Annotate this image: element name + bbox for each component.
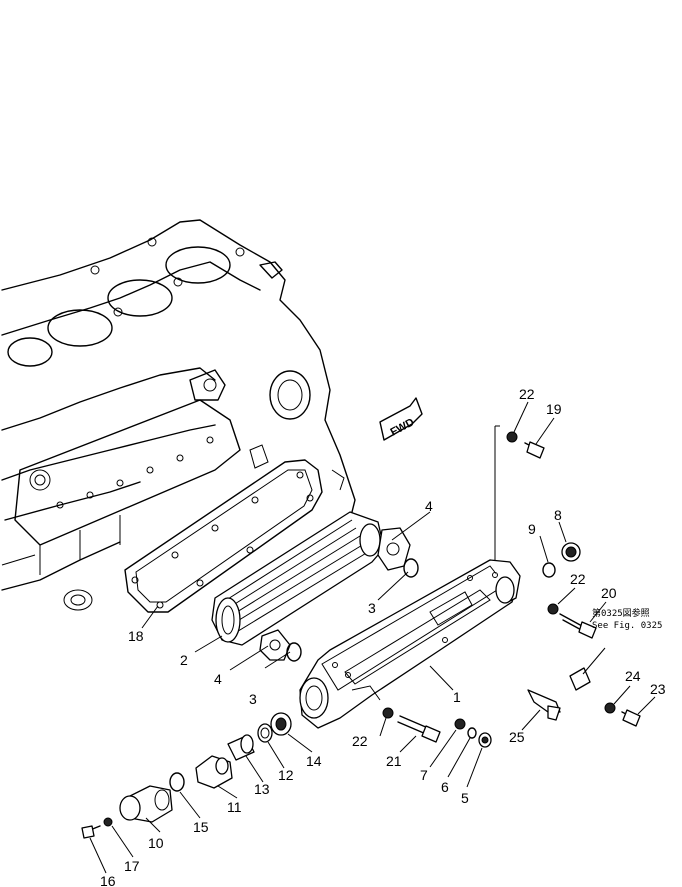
callout-11: 11 bbox=[227, 799, 242, 815]
washer-17 bbox=[103, 817, 113, 827]
fwd-direction-arrow: FWD bbox=[379, 397, 423, 441]
bolt-16 bbox=[81, 825, 101, 839]
callout-7: 7 bbox=[420, 767, 428, 783]
bracket bbox=[569, 667, 591, 691]
o-ring-15 bbox=[169, 772, 185, 792]
o-ring-3b bbox=[286, 642, 302, 662]
callout-17: 17 bbox=[124, 858, 140, 874]
callout-24: 24 bbox=[625, 668, 641, 684]
ring-6 bbox=[467, 727, 477, 739]
callout-6: 6 bbox=[441, 779, 449, 795]
callout-23: 23 bbox=[650, 681, 666, 697]
bolt-19 bbox=[524, 441, 545, 459]
callout-2: 2 bbox=[180, 652, 188, 668]
leader-lines bbox=[89, 401, 656, 874]
callout-12: 12 bbox=[278, 767, 294, 783]
washer-24 bbox=[604, 702, 616, 714]
callout-4-low: 4 bbox=[214, 671, 222, 687]
callout-22-top: 22 bbox=[519, 386, 535, 402]
bolt-20 bbox=[559, 613, 597, 639]
callout-3-top: 3 bbox=[368, 600, 376, 616]
reference-note-en: See Fig. 0325 bbox=[592, 621, 662, 631]
washer-22-low bbox=[382, 707, 394, 719]
plug-8 bbox=[561, 542, 581, 562]
callout-20: 20 bbox=[601, 585, 617, 601]
callout-14: 14 bbox=[306, 753, 322, 769]
callout-15: 15 bbox=[193, 819, 209, 835]
callout-18: 18 bbox=[128, 628, 144, 644]
oil-cooler-core-2 bbox=[211, 511, 411, 661]
callout-4-top: 4 bbox=[425, 498, 433, 514]
callout-22-mid: 22 bbox=[570, 571, 586, 587]
callout-labels: 22 19 4 9 8 22 20 第0325図参照 See Fig. 0325… bbox=[100, 386, 666, 887]
oil-cooler-cover-1 bbox=[299, 559, 521, 729]
washer-7 bbox=[454, 718, 466, 730]
callout-3-low: 3 bbox=[249, 691, 257, 707]
valve-13 bbox=[227, 734, 255, 761]
callout-8: 8 bbox=[554, 507, 562, 523]
callout-10: 10 bbox=[148, 835, 164, 851]
callout-25: 25 bbox=[509, 729, 525, 745]
o-ring-9 bbox=[542, 562, 556, 578]
gasket-18 bbox=[124, 459, 323, 613]
nut-5 bbox=[478, 732, 492, 748]
callout-16: 16 bbox=[100, 873, 116, 887]
bolt-21 bbox=[397, 715, 441, 743]
ring-12 bbox=[257, 723, 273, 743]
gasket-14 bbox=[270, 712, 292, 736]
engine-block bbox=[1, 219, 356, 611]
callout-19: 19 bbox=[546, 401, 562, 417]
reference-note-jp: 第0325図参照 bbox=[592, 607, 650, 619]
elbow-25 bbox=[527, 689, 561, 721]
callout-13: 13 bbox=[254, 781, 270, 797]
callout-5: 5 bbox=[461, 790, 469, 806]
callout-22-low: 22 bbox=[352, 733, 368, 749]
washer-22-top bbox=[506, 431, 518, 443]
o-ring-3a bbox=[403, 558, 419, 578]
washer-22-mid bbox=[547, 603, 559, 615]
cap-10 bbox=[119, 785, 173, 823]
callout-21: 21 bbox=[386, 753, 402, 769]
callout-9: 9 bbox=[528, 521, 536, 537]
bolt-23 bbox=[621, 709, 641, 727]
valve-body-11 bbox=[195, 755, 233, 789]
callout-1: 1 bbox=[453, 689, 461, 705]
fwd-label: FWD bbox=[389, 416, 417, 438]
